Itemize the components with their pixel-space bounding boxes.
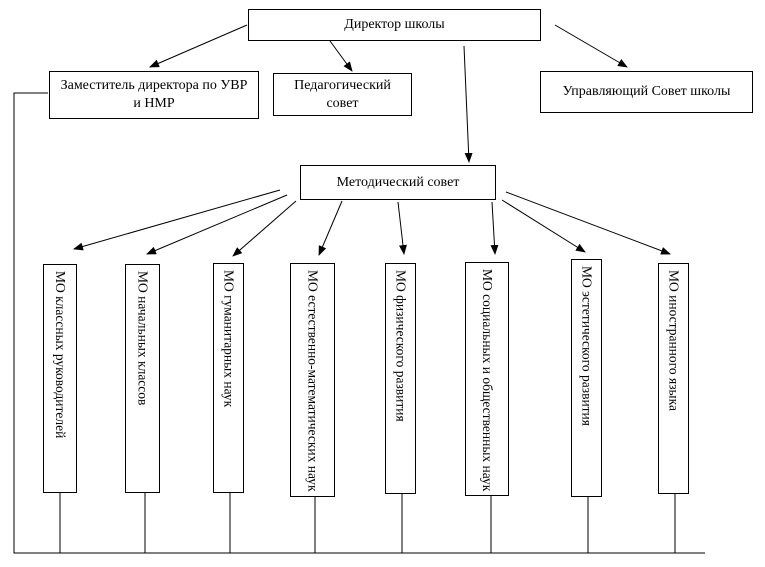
mo-box-foreign-language: МО иностранного языка	[658, 263, 689, 494]
mo-box-physical: МО физического развития	[385, 263, 416, 494]
governing-council-label: Управляющий Совет школы	[562, 84, 731, 99]
arrow-mc-mo-8	[505, 191, 671, 255]
director-box: Директор школы	[248, 9, 541, 41]
mo-box-social: МО социальных и общественных наук	[465, 262, 509, 496]
mo-label-natural-math: МО естественно-математических наук	[305, 270, 321, 492]
ped-council-box: Педагогический совет	[273, 73, 412, 116]
arrow-mc-mo-3	[232, 200, 297, 257]
ped-council-label: Педагогический совет	[294, 77, 391, 111]
director-label: Директор школы	[344, 17, 445, 32]
mo-box-class-teachers: МО классных руководителей	[43, 264, 77, 493]
arrow-mc-mo-4	[318, 200, 343, 256]
arrow-mc-mo-2	[146, 194, 288, 255]
mo-label-social: МО социальных и общественных наук	[480, 269, 495, 492]
mo-box-humanities: МО гуманитарных наук	[213, 263, 244, 493]
arrow-mc-mo-1	[73, 189, 281, 251]
arrow-director-governing-council	[554, 24, 628, 68]
mo-label-physical: МО физического развития	[393, 270, 409, 422]
bottom-bus-line	[13, 92, 705, 554]
governing-council-box: Управляющий Совет школы	[540, 71, 753, 113]
arrow-mc-mo-6	[490, 201, 499, 255]
mo-label-aesthetic: МО эстетического развития	[579, 266, 595, 426]
mo-label-primary: МО начальных классов	[135, 271, 151, 406]
mo-label-foreign-language: МО иностранного языка	[666, 270, 682, 411]
methodical-council-box: Методический совет	[300, 165, 496, 200]
arrow-director-deputy	[149, 24, 248, 68]
arrow-director-methodical-council	[463, 45, 473, 163]
mo-box-natural-math: МО естественно-математических наук	[290, 263, 335, 497]
methodical-council-label: Методический совет	[336, 174, 460, 190]
arrow-director-ped-council	[329, 40, 353, 72]
mo-label-class-teachers: МО классных руководителей	[53, 271, 68, 439]
arrow-mc-mo-7	[501, 199, 586, 253]
mo-label-humanities: МО гуманитарных наук	[221, 270, 237, 408]
deputy-label: Заместитель директора по УВР и НМР	[60, 78, 248, 111]
mo-box-aesthetic: МО эстетического развития	[571, 259, 602, 497]
deputy-box: Заместитель директора по УВР и НМР	[49, 71, 259, 119]
arrow-mc-mo-5	[397, 201, 407, 255]
mo-box-primary: МО начальных классов	[125, 264, 160, 493]
